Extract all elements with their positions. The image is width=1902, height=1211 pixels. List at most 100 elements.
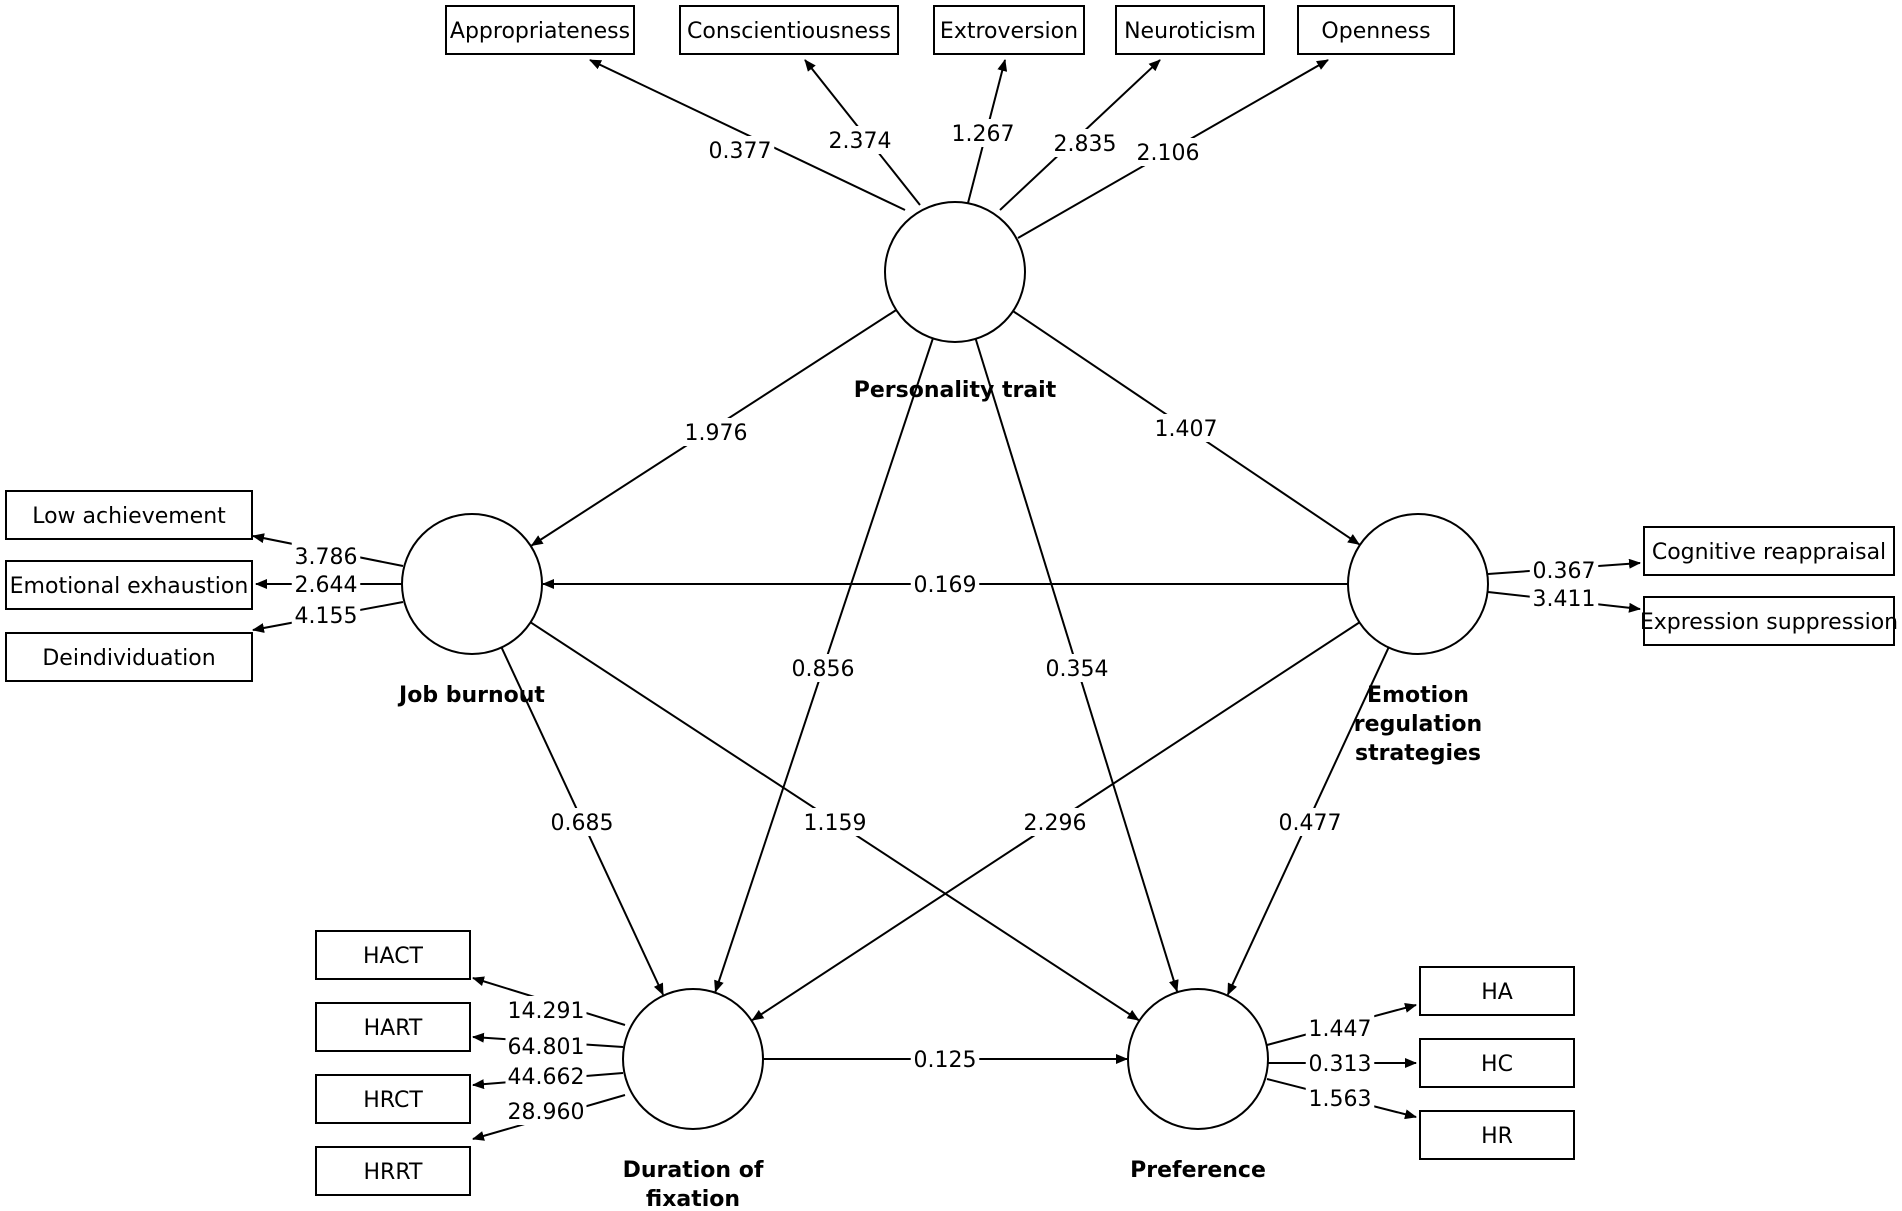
indicator-label-ha: HA xyxy=(1481,980,1513,1005)
indicator-label-neuroticism: Neuroticism xyxy=(1124,19,1256,44)
indicator-box-emotional-exhaustion xyxy=(5,560,253,610)
loading-coef-hrct-bg xyxy=(505,1062,587,1090)
indicator-box-low-achievement xyxy=(5,490,253,540)
indicator-label-extroversion: Extroversion xyxy=(940,19,1078,44)
path-coef-er-jb: 0.169 xyxy=(914,573,977,598)
path-coef-pt-er-bg xyxy=(1151,414,1221,442)
latent-label-er-line2: regulation xyxy=(1354,712,1482,737)
indicator-box-openness xyxy=(1297,5,1455,55)
loading-coef-neuroticism: 2.835 xyxy=(1054,132,1117,157)
path-coef-jb-pr-bg xyxy=(800,808,870,836)
path-coef-er-pr: 0.477 xyxy=(1279,811,1342,836)
latent-label-df-line1: Duration of xyxy=(623,1158,764,1183)
indicator-label-hrct: HRCT xyxy=(363,1088,423,1113)
loading-coef-ha-bg xyxy=(1305,1014,1375,1042)
indicator-label-emotional-exhaustion: Emotional exhaustion xyxy=(10,574,249,599)
loading-coef-hr: 1.563 xyxy=(1309,1087,1372,1112)
loading-coef-hrct: 44.662 xyxy=(508,1065,585,1090)
indicator-box-conscientiousness xyxy=(679,5,899,55)
loading-coef-hart-bg xyxy=(505,1032,587,1060)
indicator-box-hr xyxy=(1419,1110,1575,1160)
indicator-label-hart: HART xyxy=(364,1016,423,1041)
loading-coef-hact: 14.291 xyxy=(508,999,585,1024)
loading-coef-hrrt-bg xyxy=(505,1097,587,1125)
path-coef-pt-df-bg xyxy=(788,654,858,682)
loading-coef-deindividuation: 4.155 xyxy=(295,604,358,629)
latent-node-pr xyxy=(1127,988,1269,1130)
indicator-label-cognitive-reappraisal: Cognitive reappraisal xyxy=(1652,540,1886,565)
latent-label-er-line1: Emotion xyxy=(1367,683,1469,708)
path-coef-df-pr: 0.125 xyxy=(914,1048,977,1073)
loading-arrow-appropriateness xyxy=(589,59,906,211)
loading-coef-conscientiousness-bg xyxy=(825,126,895,154)
indicator-box-hact xyxy=(315,930,471,980)
loading-coef-conscientiousness: 2.374 xyxy=(829,129,892,154)
indicator-label-appropriateness: Appropriateness xyxy=(450,19,630,44)
path-coef-pt-pr: 0.354 xyxy=(1046,657,1109,682)
loading-coef-emotional-exhaustion: 2.644 xyxy=(295,573,358,598)
loading-coef-low-achievement-bg xyxy=(291,542,361,570)
loading-coef-extroversion: 1.267 xyxy=(952,122,1015,147)
indicator-label-conscientiousness: Conscientiousness xyxy=(687,19,891,44)
loading-coef-appropriateness-bg xyxy=(705,136,775,164)
indicator-box-extroversion xyxy=(933,5,1085,55)
path-coef-er-df-bg xyxy=(1020,808,1090,836)
loading-coef-openness: 2.106 xyxy=(1137,141,1200,166)
indicator-box-deindividuation xyxy=(5,632,253,682)
path-coef-er-df: 2.296 xyxy=(1024,811,1087,836)
latent-label-pr: Preference xyxy=(1130,1158,1266,1183)
latent-label-df-line2: fixation xyxy=(646,1187,740,1211)
loading-coef-hc: 0.313 xyxy=(1309,1052,1372,1077)
path-coef-pt-jb-bg xyxy=(681,418,751,446)
loading-coef-low-achievement: 3.786 xyxy=(295,545,358,570)
latent-node-jb xyxy=(401,513,543,655)
loading-coef-cognitive-reappraisal-bg xyxy=(1529,556,1599,584)
loading-coef-hact-bg xyxy=(505,996,587,1024)
loading-coef-neuroticism-bg xyxy=(1050,129,1120,157)
indicator-label-hc: HC xyxy=(1481,1052,1513,1077)
path-coef-df-pr-bg xyxy=(910,1045,980,1073)
indicator-box-hrct xyxy=(315,1074,471,1124)
latent-node-df xyxy=(622,988,764,1130)
indicator-label-hr: HR xyxy=(1481,1124,1513,1149)
latent-label-pt: Personality trait xyxy=(854,378,1057,403)
path-coef-pt-er: 1.407 xyxy=(1155,417,1218,442)
path-coef-pt-pr-bg xyxy=(1042,654,1112,682)
indicator-box-ha xyxy=(1419,966,1575,1016)
latent-node-pt xyxy=(884,201,1026,343)
indicator-box-neuroticism xyxy=(1115,5,1265,55)
loading-coef-extroversion-bg xyxy=(948,119,1018,147)
loading-coef-hart: 64.801 xyxy=(508,1035,585,1060)
path-coef-pt-jb: 1.976 xyxy=(685,421,748,446)
loading-coef-hrrt: 28.960 xyxy=(508,1100,585,1125)
path-coef-er-jb-bg xyxy=(910,570,980,598)
indicator-label-hact: HACT xyxy=(363,944,424,969)
loading-coef-cognitive-reappraisal: 0.367 xyxy=(1533,559,1596,584)
path-coef-er-pr-bg xyxy=(1275,808,1345,836)
loading-coef-expression-suppression-bg xyxy=(1529,584,1599,612)
loading-coef-expression-suppression: 3.411 xyxy=(1533,587,1596,612)
indicator-label-openness: Openness xyxy=(1321,19,1430,44)
indicator-box-appropriateness xyxy=(445,5,635,55)
path-coef-jb-pr: 1.159 xyxy=(804,811,867,836)
loading-coef-hc-bg xyxy=(1305,1049,1375,1077)
latent-label-jb: Job burnout xyxy=(397,683,545,708)
indicator-label-deindividuation: Deindividuation xyxy=(42,646,215,671)
loading-coef-openness-bg xyxy=(1133,138,1203,166)
loading-coef-appropriateness: 0.377 xyxy=(709,139,772,164)
indicator-label-expression-suppression: Expression suppression xyxy=(1640,610,1898,635)
latent-label-er-line3: strategies xyxy=(1355,741,1481,766)
indicator-label-hrrt: HRRT xyxy=(364,1160,424,1185)
indicator-label-low-achievement: Low achievement xyxy=(32,504,226,529)
indicator-box-hrrt xyxy=(315,1146,471,1196)
indicator-box-hart xyxy=(315,1002,471,1052)
indicator-box-hc xyxy=(1419,1038,1575,1088)
path-coef-pt-df: 0.856 xyxy=(792,657,855,682)
loading-coef-hr-bg xyxy=(1305,1084,1375,1112)
indicator-box-cognitive-reappraisal xyxy=(1643,526,1895,576)
loading-coef-emotional-exhaustion-bg xyxy=(291,570,361,598)
indicator-box-expression-suppression xyxy=(1643,596,1895,646)
latent-node-er xyxy=(1347,513,1489,655)
path-coef-jb-df: 0.685 xyxy=(551,811,614,836)
